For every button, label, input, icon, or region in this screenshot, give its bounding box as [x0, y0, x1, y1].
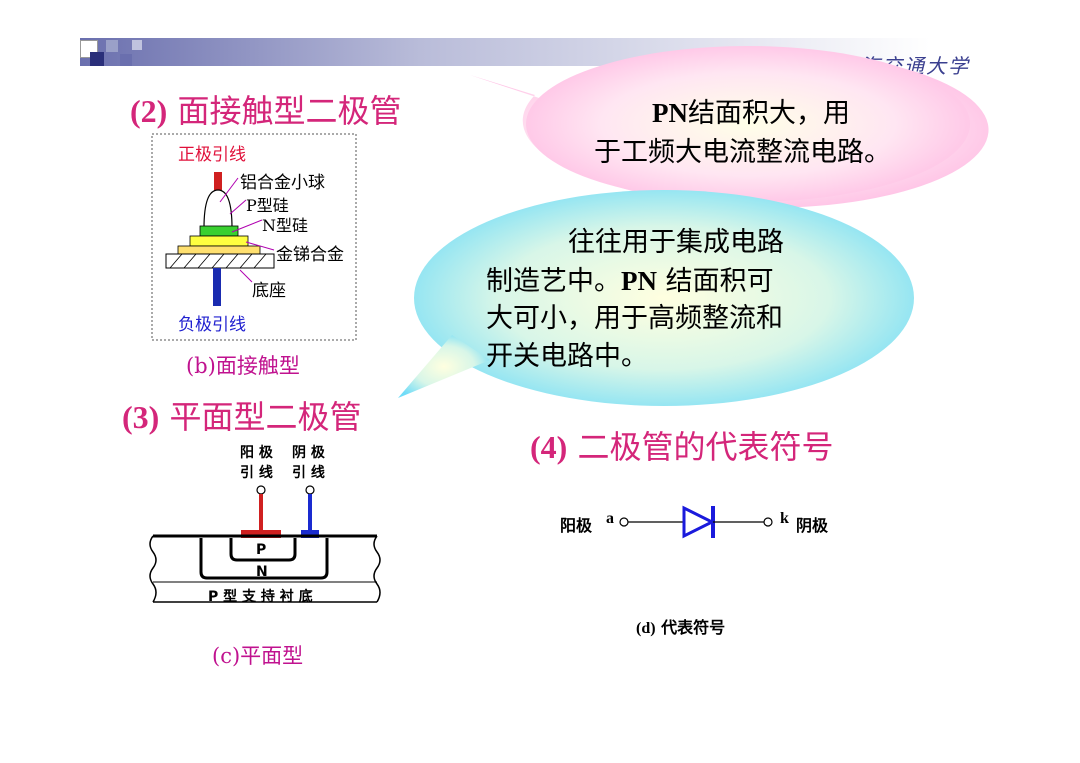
aluminum-ball-label: 铝合金小球	[240, 173, 325, 193]
p-region-label: P	[256, 542, 267, 558]
bubble-top-line1: PN结面积大，用	[652, 94, 850, 133]
figure-c-caption: (c)平面型	[212, 644, 304, 668]
cathode-lead-label-2: 引 线	[292, 465, 325, 481]
bubble-top-line1-text: 结面积大，用	[688, 98, 850, 129]
figure-d-caption-num: (d)	[636, 620, 656, 637]
gold-antimony-alloy-label: 金锑合金	[276, 245, 344, 265]
diode-symbol	[619, 505, 773, 539]
junction-diode-figure	[151, 133, 357, 341]
section4-number: (4)	[530, 429, 568, 465]
bubble-top-pn: PN	[652, 98, 688, 128]
anode-lead-label-1: 阳 极	[240, 445, 273, 461]
section4-title-text: 二极管的代表符号	[577, 428, 834, 466]
base-label: 底座	[252, 281, 286, 301]
figure-d-caption: (d) 代表符号	[636, 614, 725, 638]
bubble-mid-pn: PN	[621, 266, 657, 296]
bubble-mid-line3: 大可小，用于高频整流和	[486, 303, 783, 334]
figure-b-caption: (b)面接触型	[186, 354, 300, 378]
bubble-mid-line1: 往往用于集成电路	[568, 227, 784, 258]
section3-title-text: 平面型二极管	[169, 398, 362, 436]
n-region-label: N	[256, 564, 268, 580]
p-substrate-label: P 型 支 持 衬 底	[208, 589, 313, 605]
section2-title: (2) 面接触型二极管	[130, 86, 402, 132]
bubble-mid-line2-a: 制造艺中。	[486, 266, 621, 297]
n-silicon-label: N型硅	[262, 216, 309, 235]
positive-lead-label: 正极引线	[178, 145, 246, 165]
section2-title-text: 面接触型二极管	[177, 92, 402, 130]
bubble-mid-line4: 开关电路中。	[486, 341, 648, 372]
figure-d-caption-text: 代表符号	[661, 618, 726, 637]
section3-title: (3) 平面型二极管	[122, 392, 362, 438]
bubble-top-line2: 于工频大电流整流电路。	[594, 137, 891, 168]
section2-number: (2)	[130, 93, 168, 129]
negative-lead-label: 负极引线	[178, 315, 246, 335]
section3-number: (3)	[122, 399, 160, 435]
section4-title: (4) 二极管的代表符号	[530, 422, 834, 468]
cathode-label: 阴极	[796, 516, 829, 535]
cathode-lead-label-1: 阴 极	[292, 445, 325, 461]
anode-letter: a	[606, 510, 614, 527]
planar-diode-figure	[149, 485, 381, 603]
cathode-letter: k	[780, 510, 789, 527]
bubble-mid-line2-b: 结面积可	[657, 266, 774, 297]
p-silicon-label: P型硅	[246, 196, 289, 215]
anode-lead-label-2: 引 线	[240, 465, 273, 481]
anode-label: 阳极	[560, 516, 593, 535]
bubble-mid-line2: 制造艺中。PN 结面积可	[486, 262, 774, 301]
